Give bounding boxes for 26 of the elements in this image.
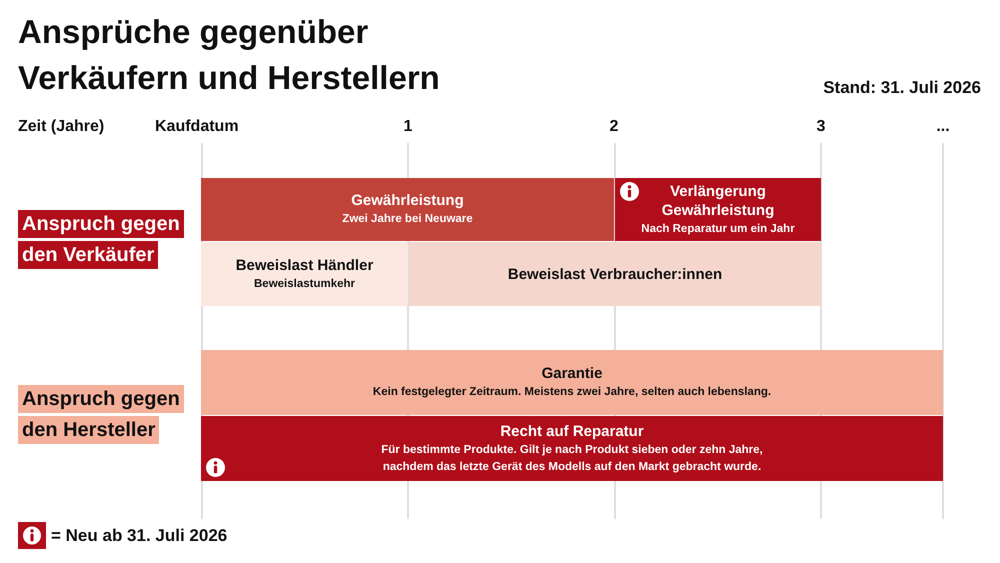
axis-label: 3 — [816, 117, 826, 137]
bar-title: Beweislast Verbraucher:innen — [508, 264, 722, 284]
bar-title: Gewährleistung — [351, 191, 464, 210]
bar-title: Recht auf Reparatur — [500, 422, 644, 440]
bar-title: Verlängerung Gewährleistung — [660, 182, 776, 220]
bar-description: Beweislastumkehr — [254, 276, 355, 292]
timeline-bar — [201, 178, 614, 241]
bar-description: Zwei Jahre bei Neuware — [342, 212, 473, 227]
axis-label: 1 — [404, 117, 412, 137]
bar-description: Nach Reparatur um ein Jahr — [641, 222, 795, 236]
axis-label: Kaufdatum — [155, 117, 239, 137]
date-note: Stand: 31. Juli 2026 — [823, 78, 981, 98]
timeline-bar — [615, 178, 821, 241]
axis-label: ... — [936, 117, 950, 137]
axis-label: Zeit (Jahre) — [18, 117, 104, 137]
title: Ansprüche gegenüber Verkäufern und Herstellern — [18, 12, 441, 98]
timeline-bar — [201, 242, 408, 306]
bar-description: Kein festgelegter Zeitraum. Meistens zwei Jahre, selten auch lebenslang. — [372, 385, 772, 400]
bar-title: Garantie — [542, 364, 602, 383]
axis-label: 2 — [610, 117, 618, 137]
bar-description: Für bestimmte Produkte. Gilt je nach Produkt sieben oder zehn Jahre, nachdem das letzte Gerät des Modells auf den Markt gebracht wurde. — [380, 442, 764, 474]
timeline-bar — [201, 350, 943, 415]
bar-title: Beweislast Händler — [236, 256, 374, 274]
timeline-bar — [409, 242, 821, 306]
legend-label: = Neu ab 31. Juli 2026 — [51, 525, 228, 547]
timeline-bar — [201, 416, 943, 481]
